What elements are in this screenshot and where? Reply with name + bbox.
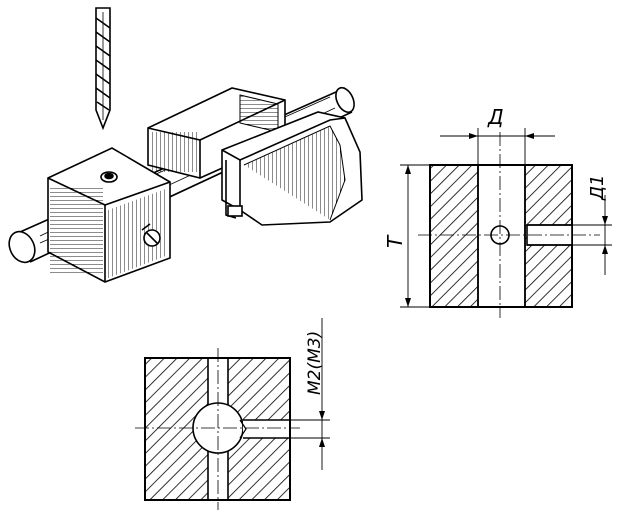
drill-bit	[95, 7, 111, 131]
dimension-label-t: T	[383, 234, 407, 248]
perspective-sketch	[8, 7, 363, 283]
dimension-label-thread: M2(M3)	[305, 331, 325, 395]
section-view	[400, 128, 612, 318]
dimension-label-d1: Д1	[587, 174, 608, 201]
clamp-jaw	[221, 111, 363, 226]
plan-view	[135, 318, 330, 510]
dimension-label-d: Д	[487, 105, 504, 129]
drill-jig-cube	[47, 147, 171, 283]
